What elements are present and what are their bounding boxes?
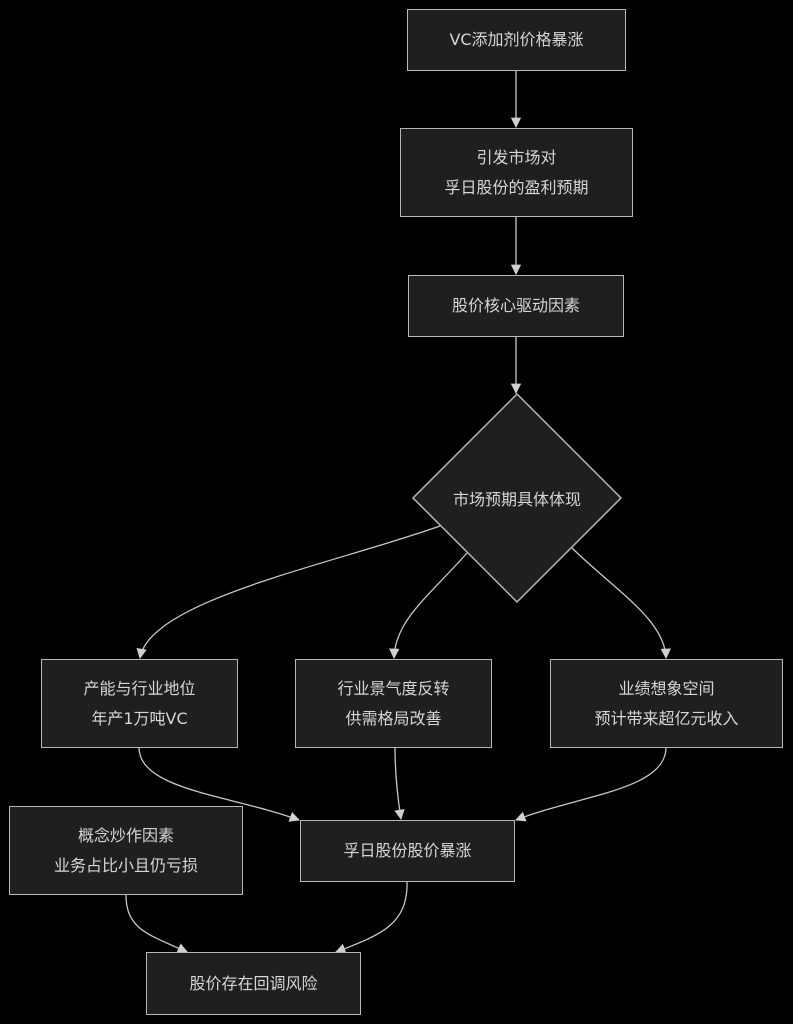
node-earnings-imagination[interactable]: 业绩想象空间 预计带来超亿元收入 [550,659,783,748]
node-label: 行业景气度反转 [337,678,450,698]
node-market-profit-expectation[interactable]: 引发市场对 孚日股份的盈利预期 [400,128,633,217]
edge-n7-n9 [515,747,667,822]
edge-n4-n7 [571,547,671,660]
node-industry-reversal[interactable]: 行业景气度反转 供需格局改善 [295,659,492,748]
edge-n5-n9 [138,747,300,822]
edge-n4-n5 [136,525,441,660]
node-label: 股价存在回调风险 [189,973,318,993]
node-label: 预计带来超亿元收入 [594,708,739,728]
node-label: 业务占比小且仍亏损 [53,855,198,875]
node-label: VC添加剂价格暴涨 [449,30,584,49]
node-concept-hype[interactable]: 概念炒作因素 业务占比小且仍亏损 [9,806,243,895]
node-label: 供需格局改善 [345,708,442,728]
node-label: 孚日股份股价暴涨 [343,841,472,860]
node-label: 概念炒作因素 [77,825,174,845]
node-pullback-risk[interactable]: 股价存在回调风险 [146,952,361,1015]
node-vc-price-surge[interactable]: VC添加剂价格暴涨 [407,9,626,71]
node-label: 孚日股份的盈利预期 [444,177,589,197]
node-core-drivers[interactable]: 股价核心驱动因素 [408,275,624,337]
edge-n8-n10 [125,894,188,953]
edge-n9-n10 [335,881,408,954]
node-label: 产能与行业地位 [83,678,196,698]
node-capacity-position[interactable]: 产能与行业地位 年产1万吨VC [41,659,238,748]
edge-n6-n9 [394,747,405,821]
node-stock-surge[interactable]: 孚日股份股价暴涨 [300,820,515,882]
node-label: 股价核心驱动因素 [451,296,580,315]
node-market-expectation-decision[interactable]: 市场预期具体体现 [413,468,621,528]
node-label: 业绩想象空间 [618,678,715,698]
decision-diamond-shape [411,392,623,604]
node-label: 市场预期具体体现 [452,490,581,509]
node-label: 引发市场对 [476,147,557,167]
node-label: 年产1万吨VC [91,708,188,728]
edge-n4-n6 [389,552,468,660]
